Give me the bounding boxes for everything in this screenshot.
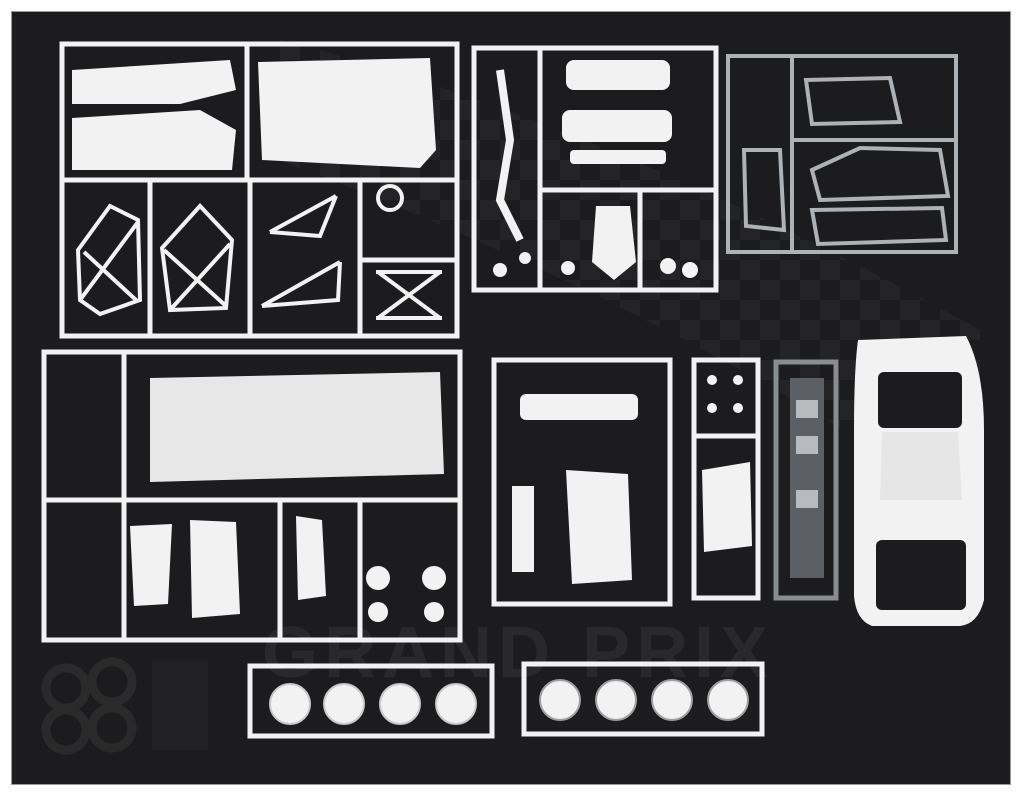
sprue-e-parts bbox=[512, 394, 638, 584]
sprue-g-chrome bbox=[773, 359, 839, 601]
roll-cage-parts bbox=[75, 184, 442, 320]
black-film-sheet bbox=[152, 660, 208, 750]
sprue-a-parts bbox=[72, 58, 436, 170]
sprue-f bbox=[691, 357, 761, 601]
rubber-tires bbox=[41, 657, 137, 755]
sprue-f-parts bbox=[702, 375, 752, 552]
kit-illustration bbox=[12, 12, 1010, 784]
sprue-d-parts bbox=[130, 372, 446, 622]
sprue-c-clear bbox=[726, 54, 958, 254]
kit-photo: GRAND PRIX bbox=[12, 12, 1010, 784]
wheel-sprue-2 bbox=[521, 661, 765, 737]
exhaust-pipe-part bbox=[495, 69, 524, 242]
sprue-d bbox=[41, 349, 463, 643]
wheel-sprue-1 bbox=[247, 663, 495, 739]
sprue-a bbox=[59, 41, 460, 339]
car-body-shell bbox=[854, 336, 984, 626]
sprue-e bbox=[491, 357, 673, 607]
sprue-b-parts bbox=[493, 60, 698, 280]
sprue-b bbox=[471, 45, 719, 293]
